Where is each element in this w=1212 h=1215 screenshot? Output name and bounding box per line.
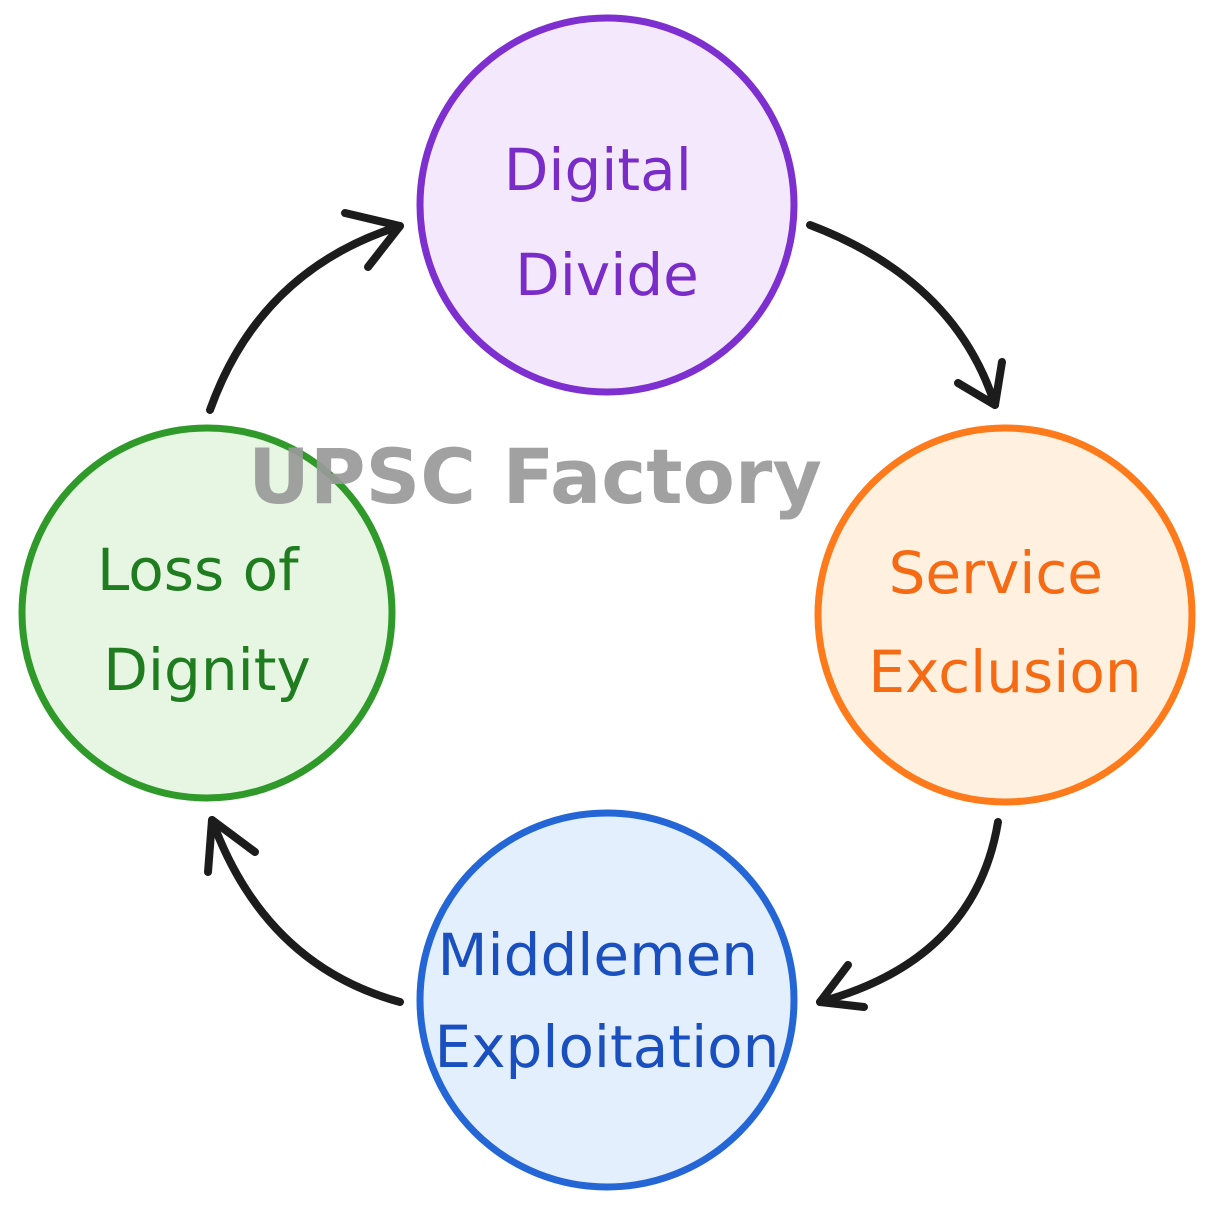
node-service-exclusion-circle xyxy=(814,424,1196,806)
node-middlemen-exploitation: Middlemen Exploitation xyxy=(416,809,798,1191)
node-loss-of-dignity: Loss of Dignity xyxy=(18,424,396,802)
node-loss-of-dignity-label: Loss of Dignity xyxy=(97,536,317,704)
node-loss-of-dignity-line-1: Loss of xyxy=(97,536,300,604)
watermark-text: UPSC Factory xyxy=(248,432,822,521)
node-service-exclusion-line-1: Service xyxy=(889,539,1103,607)
node-service-exclusion-label: Service Exclusion xyxy=(868,539,1141,706)
node-service-exclusion: Service Exclusion xyxy=(814,424,1196,806)
arrow-group xyxy=(204,209,1006,1011)
arrowhead-digital-divide-to-service-exclusion xyxy=(954,358,1006,409)
arrow-digital-divide-to-service-exclusion xyxy=(806,221,999,409)
arrowhead-middlemen-exploitation-to-loss-of-dignity xyxy=(204,816,259,876)
node-service-exclusion-line-2: Exclusion xyxy=(868,638,1141,706)
node-middlemen-exploitation-circle xyxy=(416,809,798,1191)
node-middlemen-exploitation-line-2: Exploitation xyxy=(435,1013,780,1081)
arrowhead-service-exclusion-to-middlemen-exploitation xyxy=(816,961,868,1011)
node-digital-divide-circle xyxy=(416,14,798,396)
node-digital-divide-line-1: Digital xyxy=(504,136,692,204)
node-loss-of-dignity-line-2: Dignity xyxy=(103,636,311,704)
node-loss-of-dignity-circle xyxy=(18,424,396,802)
arrowhead-loss-of-dignity-to-digital-divide xyxy=(341,209,404,271)
node-digital-divide-label: Digital Divide xyxy=(504,136,711,309)
arrow-loss-of-dignity-to-digital-divide xyxy=(206,222,404,414)
node-digital-divide-line-2: Divide xyxy=(515,241,699,309)
node-middlemen-exploitation-line-1: Middlemen xyxy=(438,921,759,989)
arrow-service-exclusion-to-middlemen-exploitation xyxy=(816,818,1002,1006)
node-middlemen-exploitation-label: Middlemen Exploitation xyxy=(435,921,780,1081)
node-digital-divide: Digital Divide xyxy=(416,14,798,396)
arrow-middlemen-exploitation-to-loss-of-dignity xyxy=(208,816,404,1006)
